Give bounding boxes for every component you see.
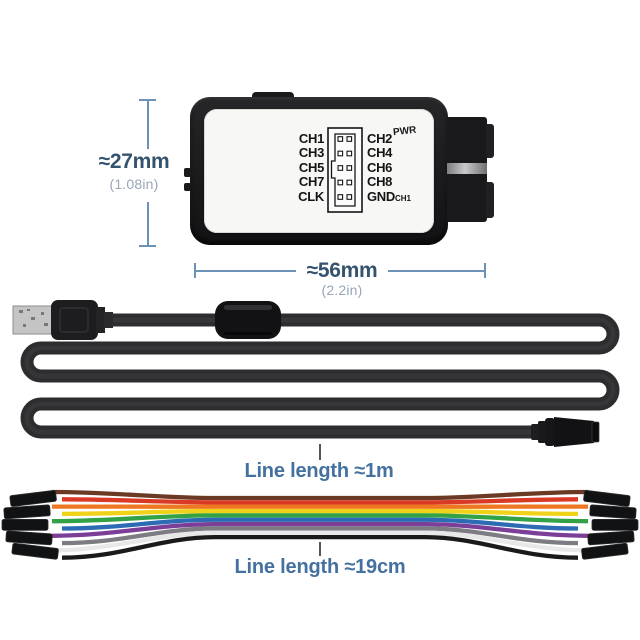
pin-label: CH4	[367, 145, 393, 160]
dupont-connector	[581, 542, 629, 560]
dupont-connector	[9, 490, 57, 507]
micro-usb-connector	[531, 417, 600, 447]
dupont-connector	[3, 504, 51, 520]
usb-a-overmold	[51, 300, 98, 340]
usb-a-emboss	[59, 307, 89, 333]
width-dim-line-right	[388, 269, 484, 272]
ribbon-wire	[61, 535, 579, 560]
pin-label: CH6	[367, 159, 393, 175]
ribbon-wire	[51, 489, 589, 501]
ribbon-wire	[51, 513, 589, 524]
usb-plug-upper	[447, 117, 487, 163]
ribbon-wire	[61, 526, 579, 546]
ribbon-wire	[51, 521, 589, 538]
ribbon-wire	[61, 497, 579, 505]
height-dim-cap-bottom	[139, 245, 156, 247]
ribbon-wires	[51, 489, 589, 560]
width-dim-cap-right	[484, 263, 486, 278]
dupont-connector	[589, 504, 637, 520]
pin-label: CH3	[298, 145, 324, 160]
height-dim-value: ≈27mm	[98, 150, 170, 173]
pin-label: CH7	[298, 174, 324, 189]
pin-label: CLK	[298, 188, 324, 204]
gnd-ch1-note: CH1	[395, 193, 412, 203]
pin-label: CH8	[367, 174, 393, 189]
width-dim-cap-left	[194, 263, 196, 278]
width-dim-inches: (2.2in)	[321, 282, 363, 298]
pin-grid	[337, 136, 353, 200]
height-dim-line-top	[146, 99, 149, 149]
width-dim-value: ≈56mm	[306, 259, 378, 282]
dupont-connector	[583, 490, 631, 507]
ribbon-leader-line	[319, 542, 321, 556]
gnd-label: GND	[367, 188, 395, 204]
width-dim-line-left	[196, 269, 296, 272]
height-dim-line-bottom	[146, 202, 149, 247]
ferrite-bead	[215, 301, 281, 339]
dupont-connector	[1, 518, 49, 531]
pin-labels-right: CH2 CH4 CH6 CH8 GNDCH1	[367, 130, 429, 207]
height-dim-inches: (1.08in)	[109, 176, 159, 192]
ribbon-cable	[1, 489, 639, 560]
cable-highlight	[24, 317, 616, 435]
usb-cable-length-label: Line length ≈1m	[244, 460, 394, 482]
pin-header-diagram	[327, 127, 363, 213]
usb-a-strain-relief	[104, 312, 113, 328]
usb-a-connector	[12, 300, 113, 340]
ribbon-connectors-left	[1, 490, 59, 560]
dupont-connector	[587, 530, 635, 546]
pin-label: CH1	[298, 130, 324, 146]
dupont-connector	[5, 530, 53, 546]
pin-label: CH5	[298, 159, 324, 175]
ribbon-connectors-right	[581, 490, 639, 560]
usb-plug-step	[486, 124, 494, 158]
pin-label: CH2	[367, 130, 393, 146]
pin-labels-left: CH1 CH3 CH5 CH7 CLK	[278, 130, 324, 205]
device-case-left-tab	[184, 183, 191, 191]
ribbon-wire	[61, 508, 579, 517]
ribbon-wire	[61, 517, 579, 531]
ribbon-wire	[51, 530, 589, 553]
pin-label: GNDCH1	[367, 188, 429, 207]
usb-cable-leader-line	[318, 444, 321, 460]
ribbon-length-label: Line length ≈19cm	[234, 556, 406, 578]
usb-a-texture	[19, 309, 48, 327]
usb-a-collar	[96, 307, 105, 333]
usb-cable	[12, 300, 620, 447]
device-white-label	[204, 109, 434, 233]
usb-plug-stripe	[447, 163, 487, 174]
dupont-connector	[11, 542, 59, 560]
device-case-left-tab	[184, 168, 191, 177]
usb-plug-lower	[447, 174, 487, 222]
dupont-connector	[591, 518, 639, 531]
usb-plug-step	[486, 182, 494, 218]
